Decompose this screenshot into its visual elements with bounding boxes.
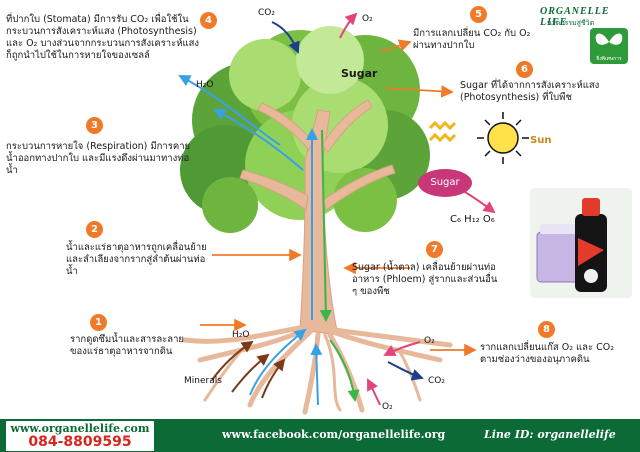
label-co2-root: CO₂ xyxy=(428,376,445,386)
note-4-stomata: ที่ปากใบ (Stomata) มีการรับ CO₂ เพื่อใช้… xyxy=(6,14,200,61)
root-exchange-arrows xyxy=(211,340,424,406)
butterfly-icon xyxy=(595,33,623,45)
note-3-respiration: กระบวนการหายใจ (Respiration) มีการคายน้ำ… xyxy=(6,141,191,176)
label-h2o-root: H₂O xyxy=(232,330,250,340)
label-o2-top: O₂ xyxy=(362,14,373,24)
note-7-phloem: Sugar (น้ำตาล) เคลื่อนย้ายผ่านท่ออาหาร (… xyxy=(352,262,498,297)
note-8-root-gas: รากแลกเปลี่ยนแก๊ส O₂ และ CO₂ ตามช่องว่าง… xyxy=(480,342,615,365)
note-2-water-transport: น้ำและแร่ธาตุอาหารถูกเคลื่อนย้าย และลำเล… xyxy=(66,242,207,277)
sun-icon xyxy=(477,112,529,164)
badge-3: 3 xyxy=(86,117,103,134)
badge-2: 2 xyxy=(86,221,103,238)
sugar-to-glucose-arrow xyxy=(464,191,496,214)
badge-8: 8 xyxy=(538,321,555,338)
brand-subtitle: นวัตกรรมสู่ชีวิต xyxy=(547,19,595,27)
contact-box: www.organellelife.com 084-8809595 xyxy=(5,420,155,452)
label-o2-root-right: O₂ xyxy=(424,336,435,346)
product-bottles-image xyxy=(530,188,632,298)
badge-5: 5 xyxy=(470,6,487,23)
note-pointers xyxy=(200,39,477,357)
label-minerals: Minerals xyxy=(184,376,222,386)
sunlight-rays-icon xyxy=(428,120,457,143)
facebook-link[interactable]: www.facebook.com/organellelife.org xyxy=(222,428,446,441)
badge-6: 6 xyxy=(516,61,533,78)
label-sugar-leaf: Sugar xyxy=(341,67,378,80)
brand-logo: ยิ่งพิเศษการ xyxy=(590,28,628,64)
tree-trunk xyxy=(239,99,396,336)
website-link[interactable]: www.organellelife.com xyxy=(10,422,150,435)
badge-4: 4 xyxy=(200,12,217,29)
badge-7: 7 xyxy=(426,241,443,258)
note-1-root-absorption: รากดูดซึมน้ำและสารละลายของแร่ธาตุอาหารจา… xyxy=(70,334,184,357)
note-6-sugar-photosynthesis: Sugar ที่ได้จากการสังเคราะห์แสง (Photosy… xyxy=(460,80,600,103)
o2-out-arrow xyxy=(339,12,358,39)
label-h2o-top: H₂O xyxy=(196,80,214,90)
label-glucose: C₆ H₁₂ O₆ xyxy=(450,214,495,225)
sugar-pill: Sugar xyxy=(418,169,472,197)
line-id: Line ID: organellelife xyxy=(484,428,616,441)
brand-name: ORGANELLE LIFE xyxy=(540,6,610,28)
phloem-sugar-flow xyxy=(319,129,360,402)
note-5-gas-exchange: มีการแลกเปลี่ยน CO₂ กับ O₂ ผ่านทางปากใบ xyxy=(413,28,531,51)
phone-number[interactable]: 084-8809595 xyxy=(28,434,132,450)
co2-in-arrow xyxy=(271,21,300,54)
label-co2-top: CO₂ xyxy=(258,8,275,18)
label-sun: Sun xyxy=(530,135,552,146)
xylem-water-flow xyxy=(178,75,323,406)
label-o2-root-bottom: O₂ xyxy=(382,402,393,412)
badge-1: 1 xyxy=(90,314,107,331)
